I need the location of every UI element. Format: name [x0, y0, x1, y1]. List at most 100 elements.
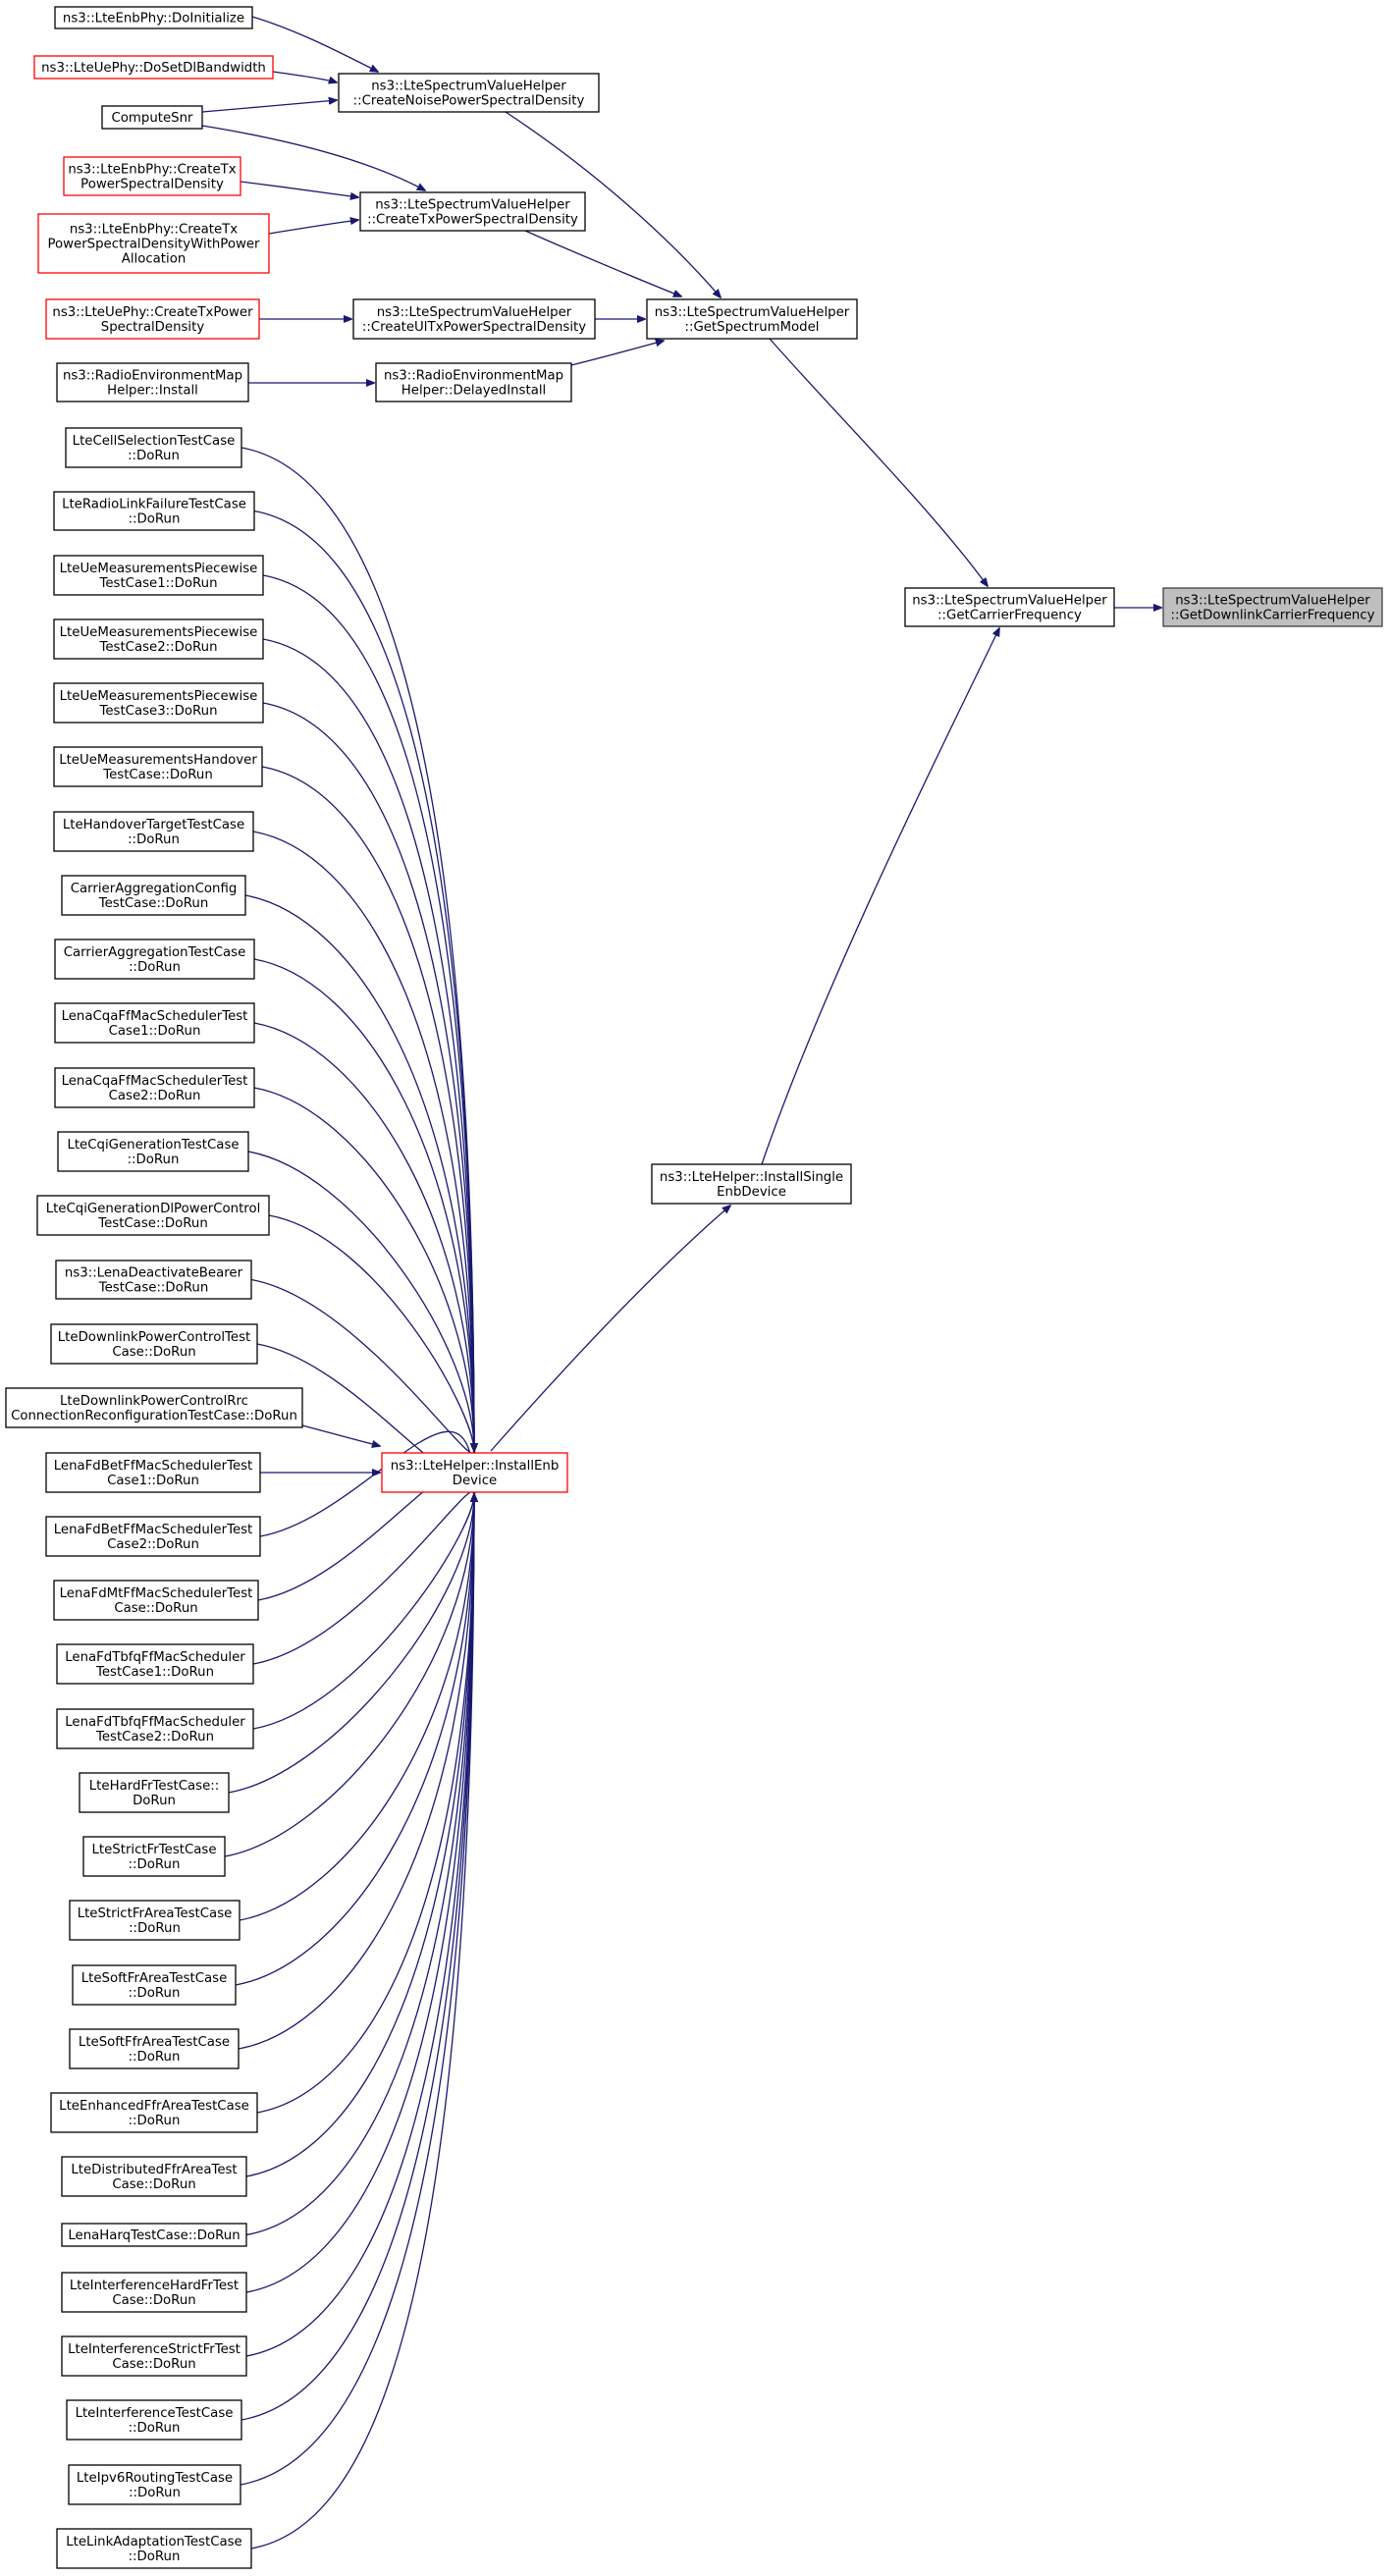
node-t03[interactable]: LteUeMeasurementsPiecewiseTestCase1::DoR… [53, 555, 264, 596]
node-t05[interactable]: LteUeMeasurementsPiecewiseTestCase3::DoR… [53, 682, 264, 724]
node-box[interactable] [45, 298, 260, 340]
node-t04[interactable]: LteUeMeasurementsPiecewiseTestCase2::DoR… [53, 618, 264, 660]
node-box[interactable] [56, 1643, 254, 1685]
node-t24[interactable]: LteStrictFrAreaTestCase::DoRun [69, 1900, 241, 1941]
node-box[interactable] [53, 1580, 259, 1621]
node-t33[interactable]: LteIpv6RoutingTestCase::DoRun [68, 2464, 241, 2505]
node-box[interactable] [55, 1260, 252, 1300]
node-box[interactable] [5, 1387, 303, 1428]
node-box[interactable] [63, 156, 241, 196]
node-t32[interactable]: LteInterferenceTestCase::DoRun [66, 2399, 242, 2441]
node-box[interactable] [79, 1772, 230, 1813]
node-box[interactable] [61, 2156, 247, 2197]
node-box[interactable] [646, 298, 858, 340]
node-box[interactable] [37, 213, 270, 274]
node-t16[interactable]: LteDownlinkPowerControlRrcConnectionReco… [5, 1387, 303, 1428]
node-box[interactable] [53, 555, 264, 596]
node-t07[interactable]: LteHandoverTargetTestCase::DoRun [53, 811, 254, 852]
node-box[interactable] [61, 875, 246, 916]
node-box[interactable] [904, 587, 1115, 627]
node-box[interactable] [651, 1163, 852, 1205]
node-box[interactable] [381, 1452, 568, 1493]
node-box[interactable] [375, 362, 572, 402]
node-t29[interactable]: LenaHarqTestCase::DoRun [61, 2223, 247, 2247]
node-box[interactable] [33, 55, 274, 80]
node-box[interactable] [56, 1708, 254, 1749]
node-box[interactable] [50, 1323, 258, 1365]
node-createnoise[interactable]: ns3::LteSpectrumValueHelper::CreateNoise… [338, 73, 600, 113]
node-box[interactable] [69, 2028, 240, 2069]
node-box[interactable] [53, 618, 264, 660]
node-t27[interactable]: LteEnhancedFfrAreaTestCase::DoRun [50, 2092, 258, 2133]
node-t13[interactable]: LteCqiGenerationDlPowerControlTestCase::… [36, 1195, 270, 1236]
node-t09[interactable]: CarrierAggregationTestCase::DoRun [54, 939, 255, 980]
node-box[interactable] [82, 1836, 226, 1877]
node-box[interactable] [36, 1195, 270, 1236]
node-enbcreatetx[interactable]: ns3::LteEnbPhy::CreateTxPowerSpectralDen… [63, 156, 241, 196]
node-box[interactable] [56, 2528, 252, 2569]
node-t02[interactable]: LteRadioLinkFailureTestCase::DoRun [53, 491, 255, 531]
node-uesetdl[interactable]: ns3::LteUePhy::DoSetDlBandwidth [33, 55, 274, 80]
node-box[interactable] [72, 1964, 237, 2006]
node-t23[interactable]: LteStrictFrTestCase::DoRun [82, 1836, 226, 1877]
node-box[interactable] [50, 2092, 258, 2133]
node-box[interactable] [54, 1067, 255, 1108]
node-box[interactable] [101, 105, 203, 130]
node-box[interactable] [53, 811, 254, 852]
node-box[interactable] [54, 939, 255, 980]
node-box[interactable] [53, 682, 264, 724]
node-enbcreatetxpa[interactable]: ns3::LteEnbPhy::CreateTxPowerSpectralDen… [37, 213, 270, 274]
node-box[interactable] [359, 191, 586, 232]
node-box[interactable] [66, 2399, 242, 2441]
node-uecreatetx[interactable]: ns3::LteUePhy::CreateTxPowerSpectralDens… [45, 298, 260, 340]
node-t01[interactable]: LteCellSelectionTestCase::DoRun [65, 427, 242, 468]
node-t22[interactable]: LteHardFrTestCase::DoRun [79, 1772, 230, 1813]
node-t25[interactable]: LteSoftFrAreaTestCase::DoRun [72, 1964, 237, 2006]
node-box[interactable] [352, 298, 596, 340]
node-box[interactable] [69, 1900, 241, 1941]
node-box[interactable] [45, 1452, 261, 1493]
node-box[interactable] [54, 6, 253, 29]
node-box[interactable] [61, 2335, 247, 2377]
node-enbdoinit[interactable]: ns3::LteEnbPhy::DoInitialize [54, 6, 253, 29]
node-box[interactable] [45, 1516, 261, 1557]
node-box[interactable] [61, 2272, 247, 2313]
node-createtxpsd[interactable]: ns3::LteSpectrumValueHelper::CreateTxPow… [359, 191, 586, 232]
node-box[interactable] [53, 491, 255, 531]
node-box[interactable] [338, 73, 600, 113]
node-box[interactable] [61, 2223, 247, 2247]
node-getspectrum[interactable]: ns3::LteSpectrumValueHelper::GetSpectrum… [646, 298, 858, 340]
node-box[interactable] [1162, 587, 1383, 627]
node-box[interactable] [56, 362, 249, 402]
node-box[interactable] [53, 746, 263, 787]
node-box[interactable] [54, 1002, 255, 1044]
node-box[interactable] [65, 427, 242, 468]
node-box[interactable] [57, 1131, 249, 1172]
node-t12[interactable]: LteCqiGenerationTestCase::DoRun [57, 1131, 249, 1172]
node-createultx[interactable]: ns3::LteSpectrumValueHelper::CreateUlTxP… [352, 298, 596, 340]
node-box[interactable] [68, 2464, 241, 2505]
node-t26[interactable]: LteSoftFfrAreaTestCase::DoRun [69, 2028, 240, 2069]
node-getcarrier[interactable]: ns3::LteSpectrumValueHelper::GetCarrierF… [904, 587, 1115, 627]
node-remdelayed[interactable]: ns3::RadioEnvironmentMapHelper::DelayedI… [375, 362, 572, 402]
node-getdownlink[interactable]: ns3::LteSpectrumValueHelper::GetDownlink… [1162, 587, 1383, 627]
node-computesnr[interactable]: ComputeSnr [101, 105, 203, 130]
node-t34[interactable]: LteLinkAdaptationTestCase::DoRun [56, 2528, 252, 2569]
